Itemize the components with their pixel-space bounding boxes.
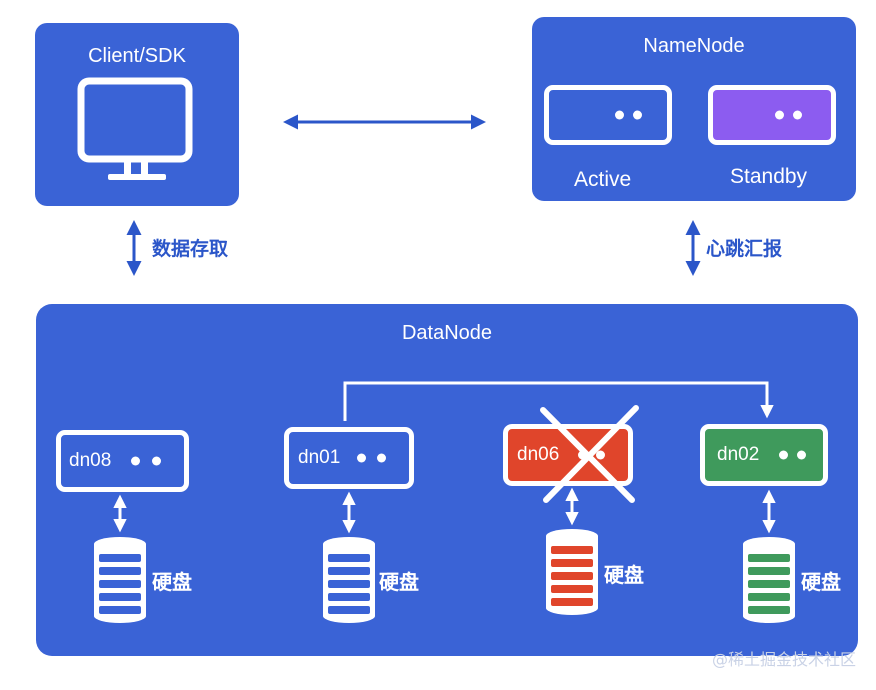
disk-icon-failed (546, 529, 598, 615)
datanode-server-dn08: dn08 (56, 430, 189, 492)
datanode-title: DataNode (401, 322, 493, 344)
monitor-icon (77, 77, 193, 180)
datanode-name: dn01 (298, 447, 341, 468)
client-sdk-title: Client/SDK (88, 45, 186, 67)
datanode-name: dn08 (69, 450, 112, 471)
replication-arrow (343, 381, 774, 421)
status-dot-icon (797, 450, 806, 460)
disk-label-dn08: 硬盘 (152, 570, 192, 594)
status-dot-icon (779, 450, 788, 460)
namenode-title: NameNode (643, 35, 745, 57)
status-dot-icon (615, 110, 624, 120)
status-dot-icon (596, 450, 605, 460)
status-dot-icon (131, 456, 140, 466)
namenode-standby-server (708, 85, 836, 145)
status-dot-icon (578, 450, 587, 460)
status-dot-icon (152, 456, 161, 466)
namenode-standby-label: Standby (730, 165, 808, 188)
disk-icon (323, 537, 375, 623)
namenode-active-label: Active (574, 168, 632, 191)
datanode-name: dn06 (517, 444, 560, 465)
disk-label-dn01: 硬盘 (379, 570, 419, 594)
status-dot-icon (775, 110, 784, 120)
status-dot-icon (377, 453, 386, 463)
status-dot-icon (633, 110, 642, 120)
namenode-active-server (544, 85, 672, 145)
disk-label-dn02: 硬盘 (801, 570, 841, 594)
namenode-datanode-edge-label: 心跳汇报 (706, 238, 783, 260)
client-datanode-edge-label: 数据存取 (152, 238, 229, 260)
datanode-server-dn01: dn01 (284, 427, 414, 489)
datanode-name: dn02 (717, 444, 760, 465)
namenode-panel: NameNode Active Standby (532, 17, 856, 201)
status-dot-icon (793, 110, 802, 120)
datanode-server-dn02: dn02 (700, 424, 828, 486)
client-sdk-panel: Client/SDK (35, 23, 239, 206)
disk-icon-replica (743, 537, 795, 623)
disk-label-dn06: 硬盘 (604, 563, 644, 587)
failure-cross-icon (540, 405, 639, 503)
status-dot-icon (357, 453, 366, 463)
watermark: @稀土掘金技术社区 (711, 650, 856, 669)
disk-icon (94, 537, 146, 623)
